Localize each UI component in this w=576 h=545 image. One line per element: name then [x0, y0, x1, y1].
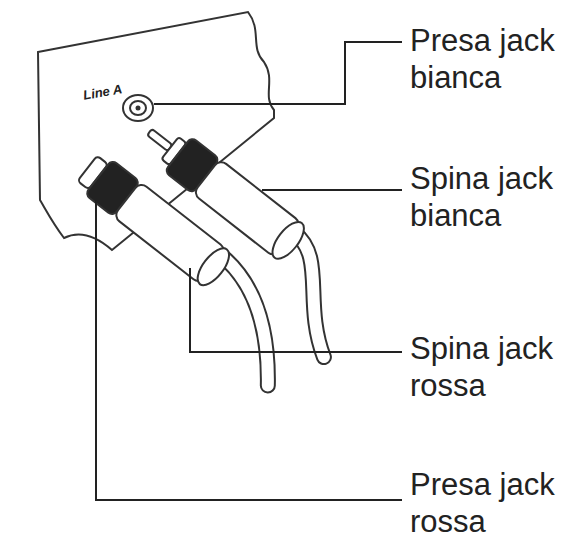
leader-lines [96, 42, 402, 500]
white-plug [106, 115, 380, 357]
callout-label: Presa jack rossa [410, 466, 572, 540]
white-socket [123, 95, 153, 121]
callout-label: Spina jack bianca [410, 160, 572, 234]
callout-label: Presa jack bianca [410, 22, 572, 96]
callout-label: Spina jack rossa [410, 330, 572, 404]
